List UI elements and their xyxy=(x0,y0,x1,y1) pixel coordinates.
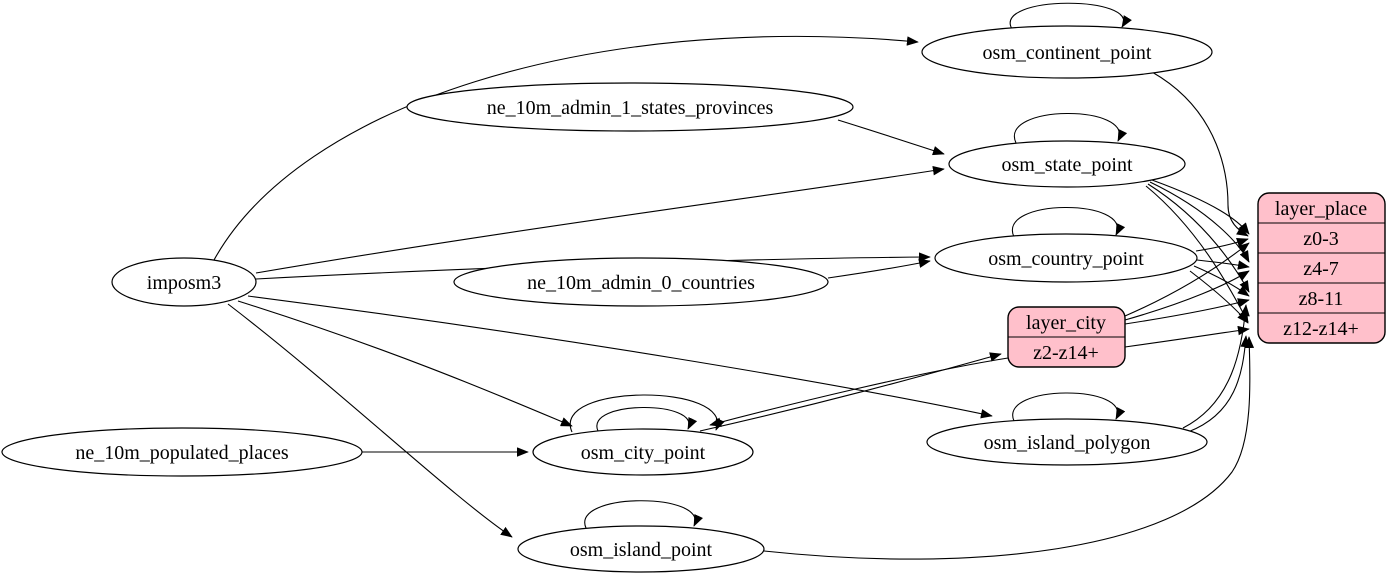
node-ne-10m-admin-1-states-provinces-label: ne_10m_admin_1_states_provinces xyxy=(487,97,774,119)
record-layer-place-title: layer_place xyxy=(1275,198,1367,220)
edge-imposm3-to-osm-state-point xyxy=(255,165,945,274)
node-osm-island-polygon-label: osm_island_polygon xyxy=(984,432,1151,454)
node-osm-continent-point-shape xyxy=(921,25,1213,79)
edge-osm-island-polygon-to-layer-place-z12-z14 xyxy=(1187,335,1250,433)
node-osm-island-point-label: osm_island_point xyxy=(570,539,713,561)
edge-layer-city-to-layer-place-z4-7 xyxy=(1124,270,1250,321)
selfloop-osm-island-point xyxy=(584,500,703,529)
node-ne-10m-populated-places-label: ne_10m_populated_places xyxy=(75,442,288,464)
edge-osm-country-point-to-layer-place-z12-z14 xyxy=(1189,270,1249,324)
node-osm-state-point: osm_state_point xyxy=(948,140,1186,188)
record-layer-place-row-z8-11: z8-11 xyxy=(1299,288,1344,310)
node-osm-state-point-label: osm_state_point xyxy=(1001,154,1133,176)
edge-osm-country-point-to-layer-place-z4-7 xyxy=(1196,259,1250,270)
node-osm-country-point-shape xyxy=(934,233,1198,283)
edge-ne-10m-admin-1-states-provinces-to-osm-state-point xyxy=(837,119,945,156)
edge-osm-island-point-to-layer-place-z12-z14 xyxy=(763,336,1255,560)
selfloop-osm-state-point xyxy=(1013,113,1128,144)
node-osm-city-point: osm_city_point xyxy=(532,428,754,476)
edge-imposm3-to-osm-island-point xyxy=(227,303,513,538)
edge-osm-country-point-to-layer-place-z0-3 xyxy=(1195,237,1249,252)
node-osm-continent-point-label: osm_continent_point xyxy=(983,42,1152,64)
node-osm-state-point-shape xyxy=(948,140,1186,188)
record-layer-place-row-z12-z14: z12-z14+ xyxy=(1283,318,1359,340)
record-layer-city-title: layer_city xyxy=(1026,312,1106,334)
node-imposm3: imposm3 xyxy=(111,257,257,307)
selfloop-osm-island-polygon xyxy=(1012,392,1126,422)
record-layer-city-row-z2-z14: z2-z14+ xyxy=(1033,342,1099,364)
node-ne-10m-admin-1-states-provinces: ne_10m_admin_1_states_provinces xyxy=(406,82,854,132)
node-ne-10m-admin-0-countries-shape xyxy=(453,257,829,307)
node-osm-city-point-shape xyxy=(532,428,754,476)
record-layer-place-row-z4-7: z4-7 xyxy=(1303,258,1339,280)
node-osm-island-point: osm_island_point xyxy=(517,525,765,573)
node-imposm3-shape xyxy=(111,257,257,307)
node-imposm3-label: imposm3 xyxy=(147,272,221,294)
edge-ne-10m-admin-0-countries-to-osm-country-point xyxy=(827,258,931,279)
edge-osm-continent-point-to-layer-place-z0-3 xyxy=(1151,71,1249,237)
edge-layer-city-to-layer-place-z12-z14 xyxy=(1124,325,1250,348)
node-osm-country-point-label: osm_country_point xyxy=(988,248,1144,270)
edge-layer-city-to-layer-place-z8-11 xyxy=(1124,298,1250,325)
node-ne-10m-populated-places-shape xyxy=(1,427,363,477)
selfloop-osm-country-point xyxy=(1011,207,1126,238)
node-osm-city-point-label: osm_city_point xyxy=(581,442,706,464)
record-layer-place-row-z0-3: z0-3 xyxy=(1303,228,1339,250)
record-layer-city: layer_city z2-z14+ xyxy=(1007,306,1126,368)
node-osm-continent-point: osm_continent_point xyxy=(921,25,1213,79)
edge-osm-city-point-to-layer-city-z2-z14 xyxy=(699,352,1002,432)
record-layer-place: layer_place z0-3 z4-7 z8-11 z12-z14+ xyxy=(1257,192,1386,344)
node-osm-island-polygon: osm_island_polygon xyxy=(926,418,1208,466)
edges xyxy=(213,2,1255,560)
node-osm-island-point-shape xyxy=(517,525,765,573)
edge-imposm3-to-osm-continent-point xyxy=(213,35,919,261)
selfloop-osm-continent-point xyxy=(1009,2,1132,30)
edge-osm-state-point-to-layer-place-z8-11 xyxy=(1147,183,1250,293)
record-layer-place-box xyxy=(1257,192,1386,344)
selfloop-osm-city-point-inner xyxy=(596,406,698,432)
edge-osm-state-point-to-layer-place-z4-7 xyxy=(1149,181,1250,263)
edge-osm-island-polygon-to-layer-place-z8-11 xyxy=(1182,304,1250,429)
edge-layer-city-to-layer-place-z0-3 xyxy=(1124,242,1250,317)
node-osm-island-polygon-shape xyxy=(926,418,1208,466)
edge-imposm3-to-osm-city-point xyxy=(237,300,573,427)
node-ne-10m-admin-0-countries-label: ne_10m_admin_0_countries xyxy=(527,272,755,294)
node-ne-10m-admin-0-countries: ne_10m_admin_0_countries xyxy=(453,257,829,307)
node-ne-10m-populated-places: ne_10m_populated_places xyxy=(1,427,363,477)
selfloop-osm-city-point-outer xyxy=(569,394,725,433)
edge-imposm3-to-osm-island-polygon xyxy=(247,295,993,419)
edge-layer-city-to-osm-city-point xyxy=(709,357,1009,427)
edge-osm-state-point-to-layer-place-z0-3 xyxy=(1151,179,1250,235)
node-ne-10m-admin-1-states-provinces-shape xyxy=(406,82,854,132)
node-osm-country-point: osm_country_point xyxy=(934,233,1198,283)
